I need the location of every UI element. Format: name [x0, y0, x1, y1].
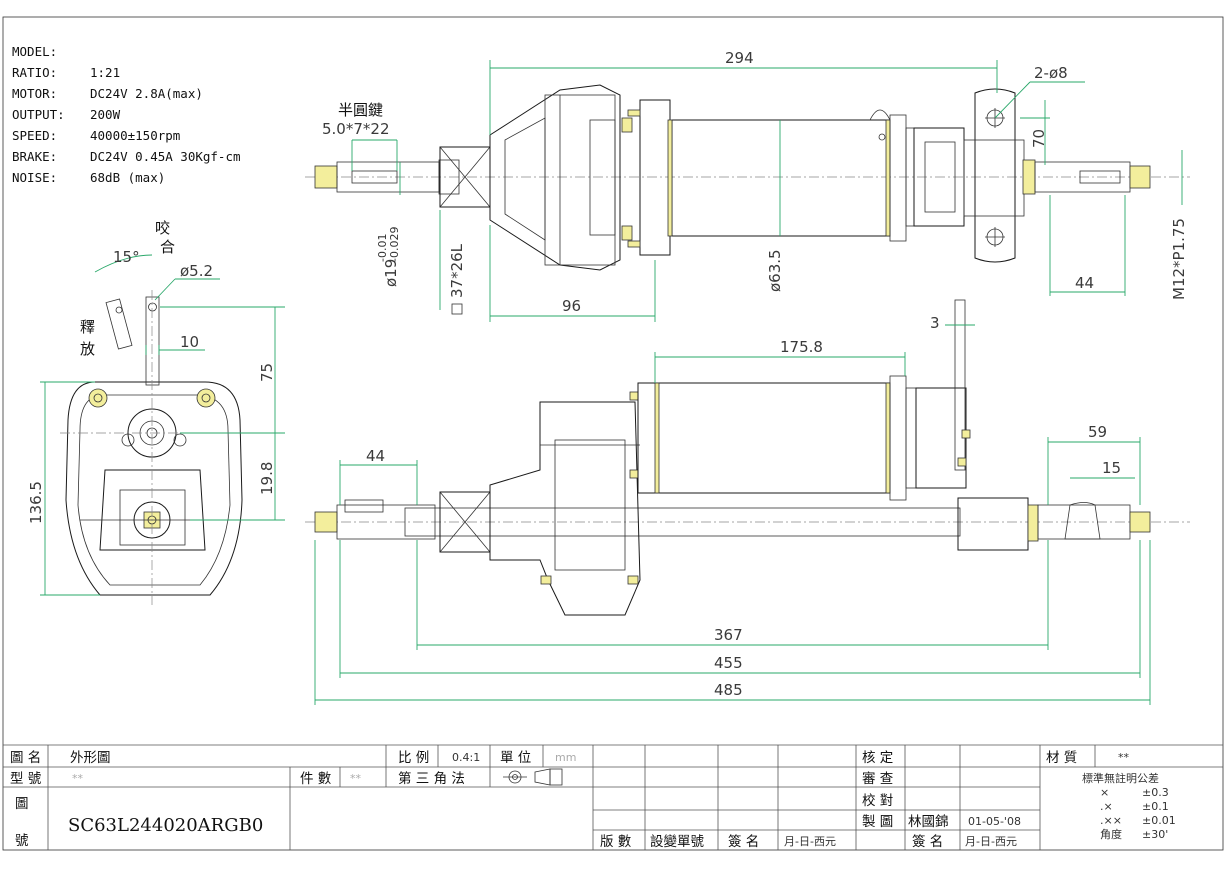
- hole-dia-label: ø5.2: [180, 262, 213, 280]
- tol-value: ±30': [1142, 828, 1168, 841]
- sign2-label: 簽 名: [912, 833, 943, 850]
- shaft-dia: ø19: [382, 259, 400, 287]
- dim-70: 70: [1030, 129, 1048, 148]
- dim-96: 96: [562, 297, 581, 315]
- qty-label: 件 數: [300, 771, 332, 787]
- spec-value: 200W: [90, 107, 121, 122]
- key-label: 半圓鍵: [338, 101, 383, 119]
- sheet-border: [2, 16, 1224, 851]
- material-value: **: [1118, 751, 1130, 764]
- qty-value: **: [350, 772, 362, 785]
- dim-136-5: 136.5: [27, 481, 45, 524]
- dim-485: 485: [714, 681, 743, 699]
- tolerance-title: 標準無註明公差: [1082, 771, 1159, 785]
- front-view: 3 175.8 44 59 15 367 455 485: [305, 299, 1190, 705]
- dim-15: 15: [1102, 459, 1121, 477]
- model-label: 型 號: [10, 771, 42, 787]
- material-label: 材 質: [1046, 750, 1077, 766]
- dim-3: 3: [930, 314, 940, 332]
- spec-label: RATIO:: [12, 65, 57, 80]
- projection-label: 第 三 角 法: [398, 770, 465, 787]
- spec-value: 68dB (max): [90, 170, 165, 185]
- tol-key: ×: [1100, 786, 1109, 799]
- dim-455: 455: [714, 654, 743, 672]
- drawing-no: SC63L244020ARGB0: [68, 815, 263, 836]
- projection-symbol-icon: [503, 768, 563, 786]
- spec-value: DC24V 0.45A 30Kgf-cm: [90, 149, 241, 164]
- dim-294: 294: [725, 49, 754, 67]
- tol-value: ±0.1: [1142, 800, 1169, 813]
- dim-59: 59: [1088, 423, 1107, 441]
- angle-label: 15°: [113, 248, 140, 266]
- top-view: 294 2-ø8 70 半圓鍵 5.0*7*22 ø19 -0.01 -0.02…: [305, 49, 1190, 322]
- dim-19-8: 19.8: [258, 462, 276, 495]
- engage-label: 咬: [155, 219, 170, 237]
- key-size: 5.0*7*22: [322, 120, 390, 138]
- version-label: 版 數: [600, 834, 632, 850]
- tol-key: .×: [1100, 800, 1113, 813]
- spec-value: 1:21: [90, 65, 120, 80]
- dim-44-front: 44: [366, 447, 385, 465]
- check-label: 校 對: [862, 792, 893, 809]
- drafter-name: 林國錦: [908, 813, 949, 830]
- spec-label: MOTOR:: [12, 86, 57, 101]
- dim-367: 367: [714, 626, 743, 644]
- spec-label: MODEL:: [12, 44, 57, 59]
- dim-175-8: 175.8: [780, 338, 823, 356]
- model-value: **: [72, 772, 84, 785]
- tol-key: .××: [1100, 814, 1122, 827]
- scale-value: 0.4:1: [452, 751, 480, 764]
- spec-block: MODEL: RATIO: 1:21 MOTOR: DC24V 2.8A(max…: [12, 44, 241, 185]
- unit-label: 單 位: [500, 750, 531, 766]
- thread-label: M12*P1.75: [1170, 218, 1188, 300]
- unit-value: mm: [555, 751, 576, 764]
- date-format: 月-日-西元: [784, 835, 836, 848]
- motor-dia: ø63.5: [766, 249, 784, 292]
- engage-label: 合: [160, 238, 175, 256]
- release-label: 放: [80, 340, 95, 358]
- drafted-label: 製 圖: [862, 814, 893, 830]
- dim-44-top: 44: [1075, 274, 1094, 292]
- drawing-no-label: 號: [15, 833, 29, 849]
- drawing-name-label: 圖 名: [10, 750, 41, 766]
- spline-label: 37*26L: [448, 243, 466, 298]
- tol-value: ±0.3: [1142, 786, 1169, 799]
- drawing-name: 外形圖: [70, 750, 111, 766]
- shaft-tol-lower: -0.029: [388, 227, 401, 262]
- dim-10: 10: [180, 333, 199, 351]
- spec-label: OUTPUT:: [12, 107, 65, 122]
- spec-label: NOISE:: [12, 170, 57, 185]
- drawing-no-label: 圖: [15, 796, 29, 812]
- dim-2-holes: 2-ø8: [1034, 64, 1068, 82]
- review-label: 審 查: [862, 771, 894, 787]
- spec-label: BRAKE:: [12, 149, 57, 164]
- shaft-tol-upper: -0.01: [376, 234, 389, 262]
- date-format-2: 月-日-西元: [965, 835, 1017, 848]
- sign-label: 簽 名: [728, 833, 759, 850]
- side-view: 15° 咬 合 釋 放 ø5.2 10 75 19.8 136.5: [27, 219, 285, 605]
- scale-label: 比 例: [398, 750, 429, 766]
- title-block: 圖 名 外形圖 比 例 0.4:1 單 位 mm 型 號 ** 件 數 ** 第…: [3, 744, 1223, 850]
- drafted-date: 01-05-'08: [968, 815, 1021, 828]
- spec-label: SPEED:: [12, 128, 57, 143]
- tol-key: 角度: [1100, 827, 1122, 841]
- spec-value: 40000±150rpm: [90, 128, 180, 143]
- dim-75: 75: [258, 363, 276, 382]
- change-no-label: 設變單號: [650, 834, 704, 850]
- release-label: 釋: [80, 318, 95, 336]
- spec-value: DC24V 2.8A(max): [90, 86, 203, 101]
- tol-value: ±0.01: [1142, 814, 1176, 827]
- approve-label: 核 定: [862, 750, 893, 766]
